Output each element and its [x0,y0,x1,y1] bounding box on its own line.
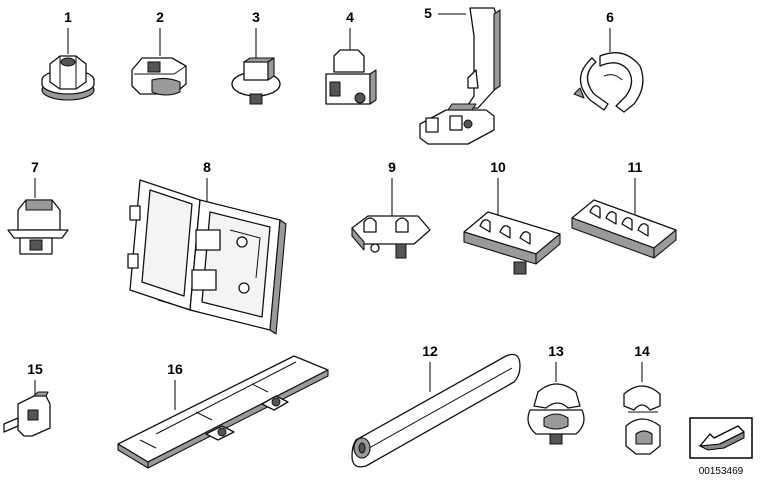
part-6-spring-clamp[interactable]: 6 [573,9,644,113]
part-11-quad-clip[interactable]: 11 [571,159,677,259]
callout-10: 10 [490,159,506,175]
callout-3: 3 [252,9,260,25]
part-2-clip-nut[interactable]: 2 [131,9,187,96]
callout-9: 9 [388,159,396,175]
part-5-cable-bracket[interactable]: 5 [419,5,501,145]
callout-11: 11 [628,159,643,175]
part-14-double-cable-clip[interactable]: 14 [623,343,661,455]
part-7-clip[interactable]: 7 [7,159,69,255]
document-number: 00153469 [699,466,744,477]
part-15-small-clip[interactable]: 15 [3,361,51,437]
part-9-double-clip[interactable]: 9 [351,159,431,259]
callout-8: 8 [203,159,211,175]
part-12-edge-strip[interactable]: 12 [351,343,521,468]
callout-2: 2 [156,9,164,25]
callout-16: 16 [167,361,183,377]
part-16-cable-tray[interactable]: 16 [117,355,329,469]
part-10-triple-clip[interactable]: 10 [463,159,561,275]
part-1-hex-nut[interactable]: 1 [41,9,95,101]
part-8-bracket-frame[interactable]: 8 [127,159,287,335]
callout-14: 14 [634,343,650,359]
callout-1: 1 [64,9,72,25]
part-4-cable-clip[interactable]: 4 [325,9,377,105]
callout-15: 15 [27,361,43,377]
part-13-clamp[interactable]: 13 [527,343,585,445]
callout-13: 13 [548,343,564,359]
callout-4: 4 [346,9,354,25]
callout-6: 6 [606,9,614,25]
part-3-push-rivet[interactable]: 3 [231,9,281,105]
callout-5: 5 [424,5,432,21]
callout-12: 12 [422,343,438,359]
callout-7: 7 [31,159,39,175]
arrow-stamp-icon [689,417,753,459]
